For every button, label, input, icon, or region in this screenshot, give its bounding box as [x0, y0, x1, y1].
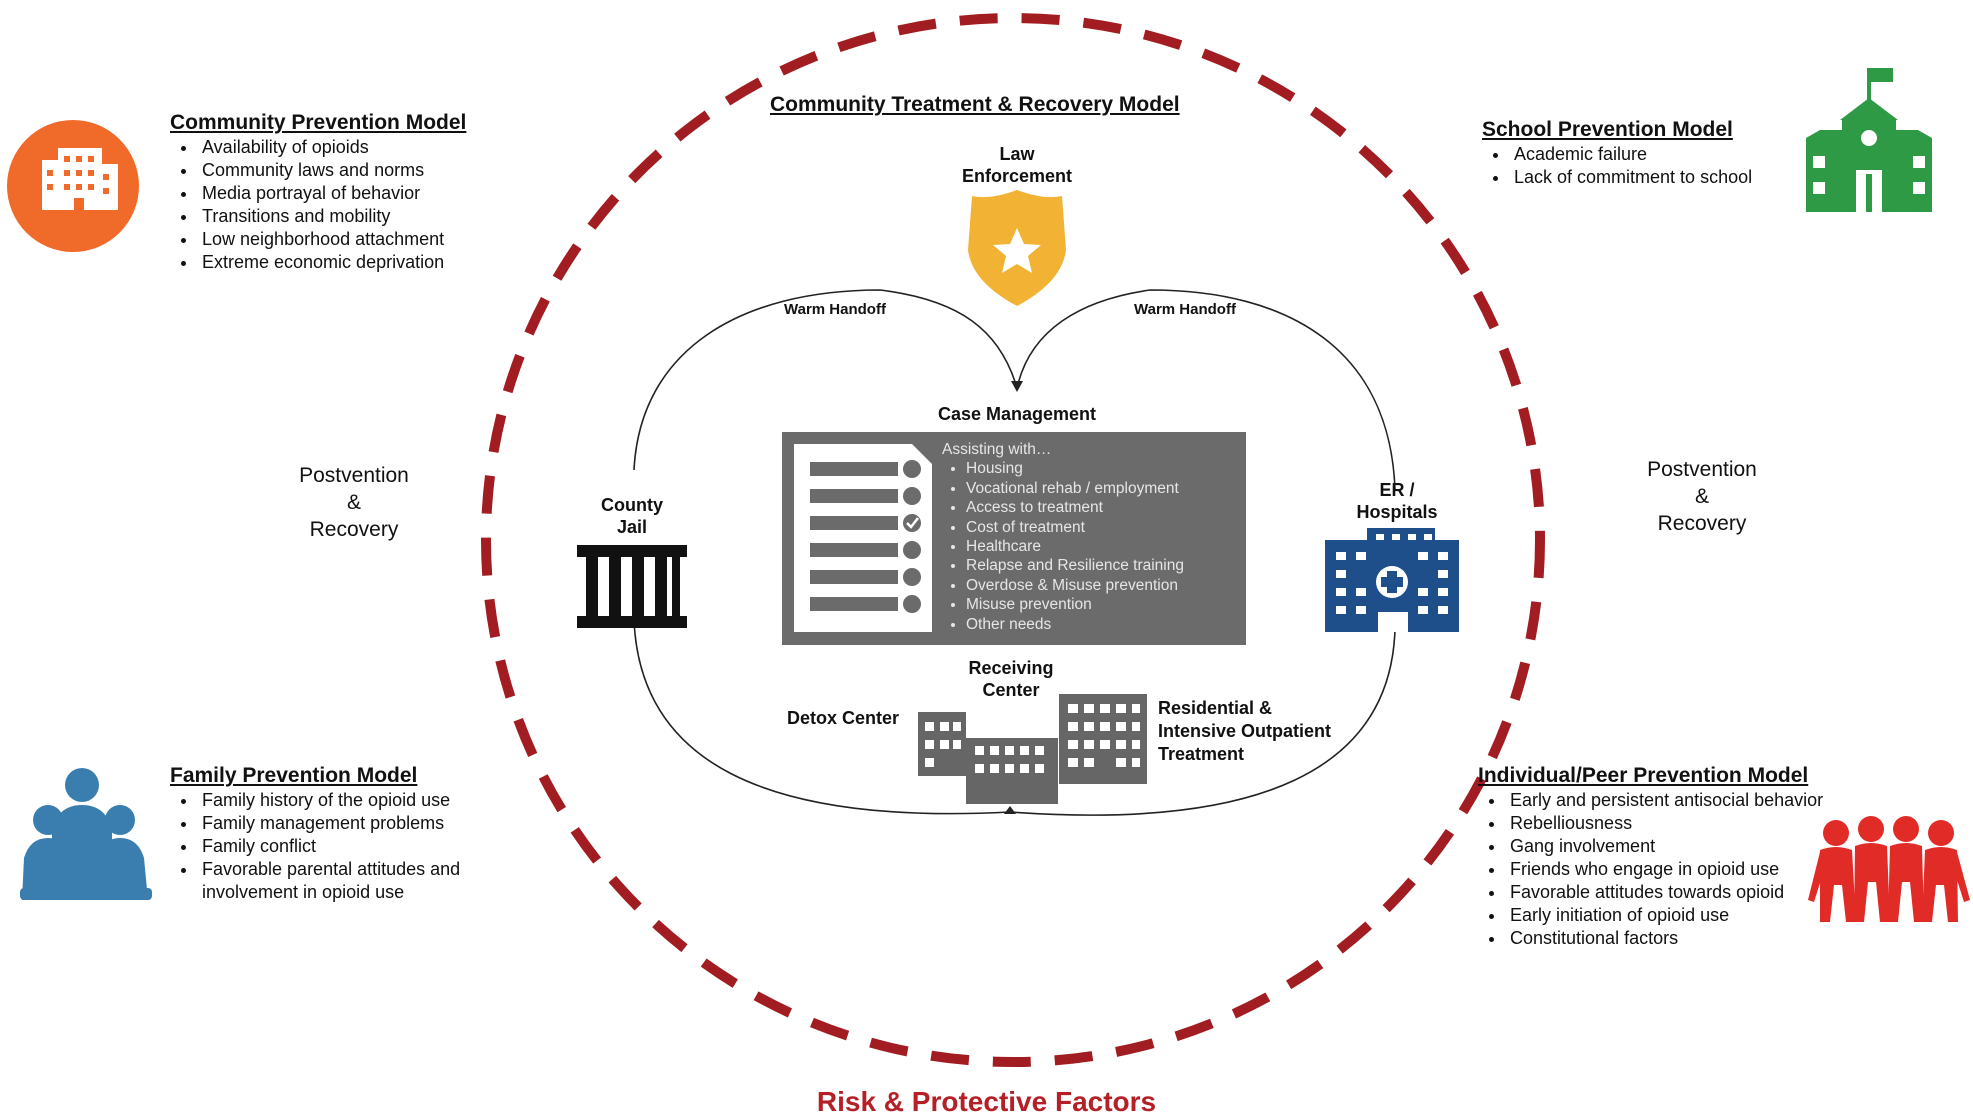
law-enforcement-line1: Law [999, 144, 1035, 164]
peer-model-list: Early and persistent antisocial behavior… [1478, 789, 1823, 950]
list-item: Media portrayal of behavior [198, 182, 444, 205]
receiving-arrowhead [1004, 806, 1016, 814]
list-item: Family history of the opioid use [198, 789, 518, 812]
school-model-list: Academic failure Lack of commitment to s… [1482, 143, 1752, 189]
list-item: Cost of treatment [966, 518, 1184, 537]
residential-line3: Treatment [1158, 744, 1245, 764]
law-enforcement-line2: Enforcement [961, 166, 1073, 186]
case-management-list: Assisting with… Housing Vocational rehab… [942, 440, 1184, 634]
postvention-left: Postvention & Recovery [269, 462, 439, 543]
detox-center-label: Detox Center [787, 708, 900, 728]
peer-model-title: Individual/Peer Prevention Model [1478, 764, 1809, 787]
receiving-center-line1: Receiving [968, 658, 1054, 678]
list-item: Transitions and mobility [198, 205, 444, 228]
community-model-title: Community Prevention Model [170, 111, 467, 134]
family-model-list: Family history of the opioid use Family … [170, 789, 518, 904]
list-item: Academic failure [1510, 143, 1752, 166]
list-item: Early initiation of opioid use [1506, 904, 1823, 927]
residential-line1: Residential & [1158, 698, 1273, 718]
risk-protective-factors-title: Risk & Protective Factors [816, 1086, 1157, 1117]
postvention-right: Postvention & Recovery [1617, 456, 1787, 537]
list-item: Friends who engage in opioid use [1506, 858, 1823, 881]
postvention-left-line3: Recovery [309, 518, 399, 541]
er-hospitals-line1: ER / [1379, 480, 1415, 500]
list-item: Gang involvement [1506, 835, 1823, 858]
county-jail-line2: Jail [616, 517, 648, 537]
list-item: Constitutional factors [1506, 927, 1823, 950]
hospital-icon [1325, 528, 1459, 632]
postvention-right-line2: & [1694, 485, 1709, 508]
list-item: Housing [966, 459, 1184, 478]
list-item: Lack of commitment to school [1510, 166, 1752, 189]
family-model-title: Family Prevention Model [170, 764, 418, 787]
list-item: Availability of opioids [198, 136, 444, 159]
risk-protective-circle [481, 13, 1545, 1067]
list-item: Rebelliousness [1506, 812, 1823, 835]
postvention-left-line1: Postvention [299, 464, 409, 487]
case-management-title: Case Management [937, 404, 1097, 424]
postvention-left-line2: & [346, 491, 361, 514]
list-item: Early and persistent antisocial behavior [1506, 789, 1823, 812]
residential-treatment-label: Residential & Intensive Outpatient Treat… [1158, 697, 1331, 766]
list-item: Favorable parental attitudes and involve… [198, 858, 518, 904]
jail-bars-icon [577, 545, 687, 628]
treatment-buildings-icon [918, 694, 1147, 804]
peer-group-icon [1808, 816, 1970, 922]
list-item: Vocational rehab / employment [966, 479, 1184, 498]
er-hospitals-label: ER / Hospitals [1337, 479, 1457, 523]
county-jail-label: County Jail [577, 494, 687, 538]
case-management-intro: Assisting with… [942, 441, 1052, 458]
warm-handoff-left: Warm Handoff [784, 301, 886, 318]
county-jail-line1: County [601, 495, 663, 515]
list-item: Overdose & Misuse prevention [966, 576, 1184, 595]
checklist-icon [794, 444, 932, 632]
list-item: Community laws and norms [198, 159, 444, 182]
center-model-title: Community Treatment & Recovery Model [770, 93, 1180, 116]
police-badge-icon [968, 190, 1066, 306]
school-building-icon [1806, 68, 1932, 212]
list-item: Access to treatment [966, 498, 1184, 517]
list-item: Misuse prevention [966, 595, 1184, 614]
case-management-box: Assisting with… Housing Vocational rehab… [782, 432, 1246, 645]
er-hospitals-line2: Hospitals [1356, 502, 1438, 522]
list-item: Family management problems [198, 812, 518, 835]
list-item: Extreme economic deprivation [198, 251, 444, 274]
list-item: Favorable attitudes towards opioid [1506, 881, 1823, 904]
law-enforcement-label: Law Enforcement [937, 143, 1097, 187]
residential-line2: Intensive Outpatient [1158, 721, 1332, 741]
handoff-arrowhead [1011, 381, 1023, 392]
postvention-right-line1: Postvention [1647, 458, 1757, 481]
list-item: Relapse and Resilience training [966, 556, 1184, 575]
receiving-center-line2: Center [982, 680, 1040, 700]
office-building-icon [7, 120, 139, 252]
list-item: Low neighborhood attachment [198, 228, 444, 251]
list-item: Family conflict [198, 835, 518, 858]
receiving-center-label: Receiving Center [931, 657, 1091, 701]
list-item: Healthcare [966, 537, 1184, 556]
school-model-title: School Prevention Model [1482, 118, 1733, 141]
family-icon [20, 768, 152, 900]
postvention-right-line3: Recovery [1657, 512, 1747, 535]
list-item: Other needs [966, 615, 1184, 634]
flow-loop [633, 289, 1396, 816]
community-model-list: Availability of opioids Community laws a… [170, 136, 444, 274]
warm-handoff-right: Warm Handoff [1134, 301, 1236, 318]
